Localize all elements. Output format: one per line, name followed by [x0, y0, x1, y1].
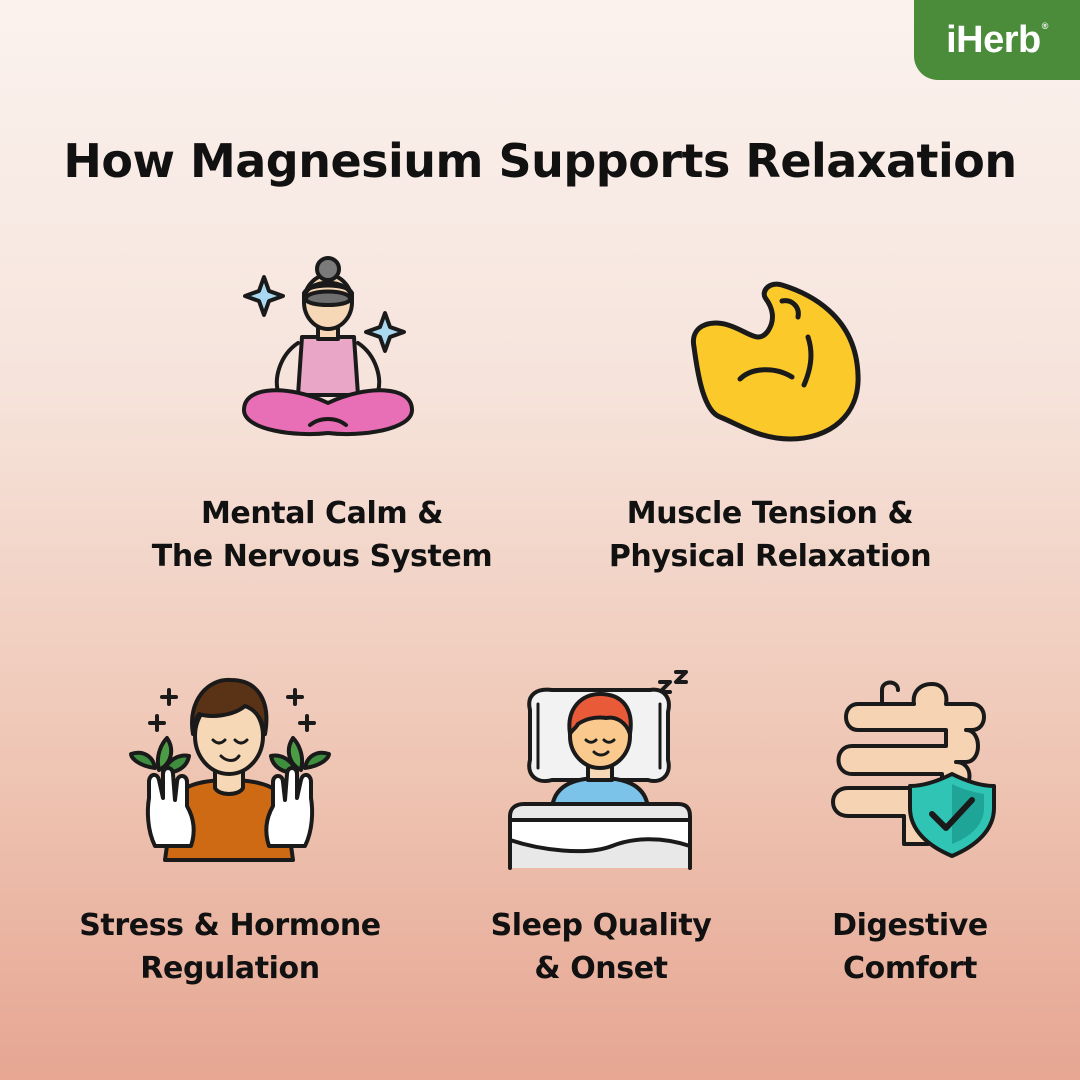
- benefit-label-sleep-quality: Sleep Quality & Onset: [446, 904, 756, 990]
- benefit-label-stress-hormone: Stress & Hormone Regulation: [60, 904, 400, 990]
- benefit-label-line-2: Regulation: [140, 951, 320, 986]
- sleeping-person-icon: [508, 670, 692, 870]
- registered-mark: ®: [1041, 21, 1049, 31]
- benefit-label-muscle-tension: Muscle Tension & Physical Relaxation: [570, 492, 970, 578]
- benefit-label-line-2: Physical Relaxation: [608, 539, 932, 574]
- benefit-label-mental-calm: Mental Calm & The Nervous System: [122, 492, 522, 578]
- benefit-label-line-2: The Nervous System: [151, 539, 493, 574]
- page-title: How Magnesium Supports Relaxation: [63, 134, 1017, 188]
- digestive-shield-icon: [831, 680, 996, 858]
- benefit-label-line-1: Digestive: [832, 908, 988, 943]
- calm-person-icon: [129, 677, 331, 862]
- flexed-bicep-icon: [690, 281, 861, 442]
- benefit-label-line-2: Comfort: [843, 951, 977, 986]
- benefit-label-digestive-comfort: Digestive Comfort: [790, 904, 1030, 990]
- iherb-logo[interactable]: iHerb®: [914, 0, 1080, 80]
- logo-text: iHerb: [946, 18, 1041, 61]
- meditation-icon: [242, 256, 414, 437]
- benefit-label-line-1: Mental Calm &: [200, 496, 444, 531]
- benefit-label-line-1: Stress & Hormone: [79, 908, 381, 943]
- benefit-label-line-2: & Onset: [534, 951, 668, 986]
- benefit-label-line-1: Muscle Tension &: [626, 496, 914, 531]
- benefit-label-line-1: Sleep Quality: [490, 908, 712, 943]
